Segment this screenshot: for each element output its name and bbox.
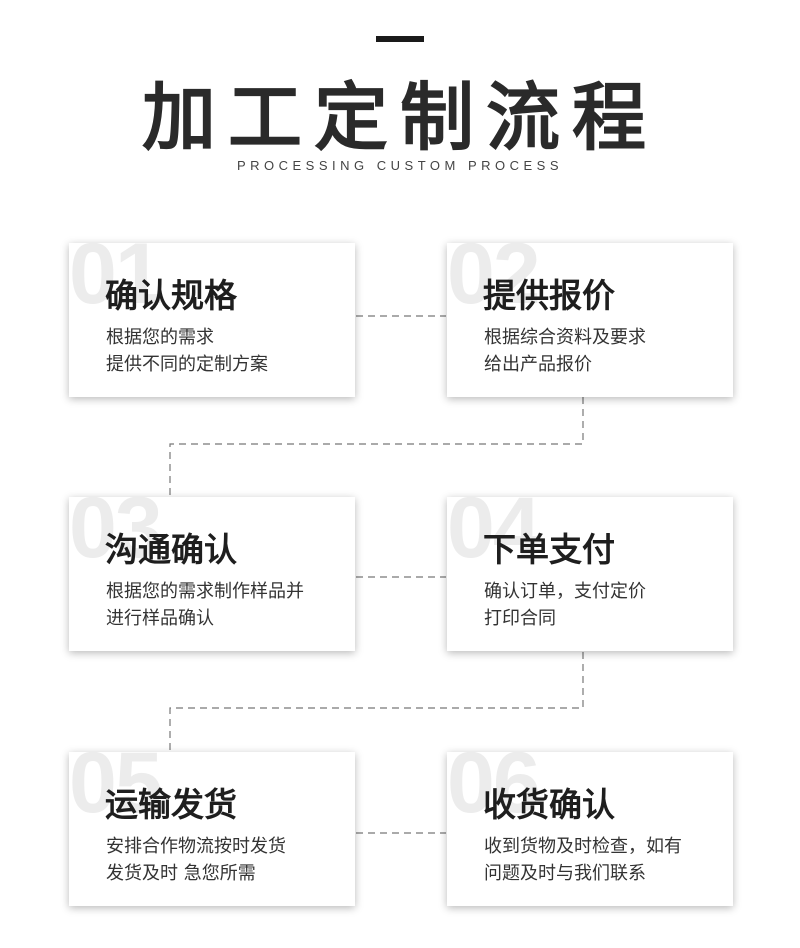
connector-2-3 — [169, 397, 584, 497]
step-card-1: 01 确认规格 根据您的需求 提供不同的定制方案 — [69, 243, 355, 397]
step-description-line: 收到货物及时检查，如有 — [484, 836, 682, 857]
step-number: 02 — [447, 243, 541, 322]
header-accent-bar — [376, 36, 424, 42]
step-card-2: 02 提供报价 根据综合资料及要求 给出产品报价 — [447, 243, 733, 397]
step-description-line: 根据您的需求制作样品并 — [106, 581, 304, 602]
step-description-line: 提供不同的定制方案 — [106, 354, 268, 375]
step-card-3: 03 沟通确认 根据您的需求制作样品并 进行样品确认 — [69, 497, 355, 651]
step-description-line: 确认订单，支付定价 — [484, 581, 646, 602]
step-heading: 提供报价 — [483, 276, 615, 315]
step-number: 06 — [447, 752, 541, 831]
step-description-line: 进行样品确认 — [106, 608, 214, 629]
step-description-line: 根据您的需求 — [106, 327, 214, 348]
step-card-5: 05 运输发货 安排合作物流按时发货 发货及时 急您所需 — [69, 752, 355, 906]
step-heading: 沟通确认 — [105, 530, 237, 569]
step-heading: 运输发货 — [105, 785, 237, 824]
step-description-line: 打印合同 — [484, 608, 556, 629]
step-description-line: 发货及时 急您所需 — [106, 863, 256, 884]
step-heading: 确认规格 — [105, 276, 237, 315]
connector-4-5 — [169, 652, 584, 752]
step-number: 05 — [69, 752, 163, 831]
page-title: 加工定制流程 — [142, 75, 658, 161]
step-number: 01 — [69, 243, 163, 322]
step-description-line: 根据综合资料及要求 — [484, 327, 646, 348]
step-description-line: 问题及时与我们联系 — [484, 863, 646, 884]
step-number: 03 — [69, 497, 163, 576]
page-subtitle: PROCESSING CUSTOM PROCESS — [236, 158, 564, 173]
step-heading: 收货确认 — [483, 785, 615, 824]
step-description-line: 给出产品报价 — [484, 354, 592, 375]
step-card-6: 06 收货确认 收到货物及时检查，如有 问题及时与我们联系 — [447, 752, 733, 906]
step-number: 04 — [447, 497, 541, 576]
step-description-line: 安排合作物流按时发货 — [106, 836, 286, 857]
step-heading: 下单支付 — [483, 530, 615, 569]
step-card-4: 04 下单支付 确认订单，支付定价 打印合同 — [447, 497, 733, 651]
